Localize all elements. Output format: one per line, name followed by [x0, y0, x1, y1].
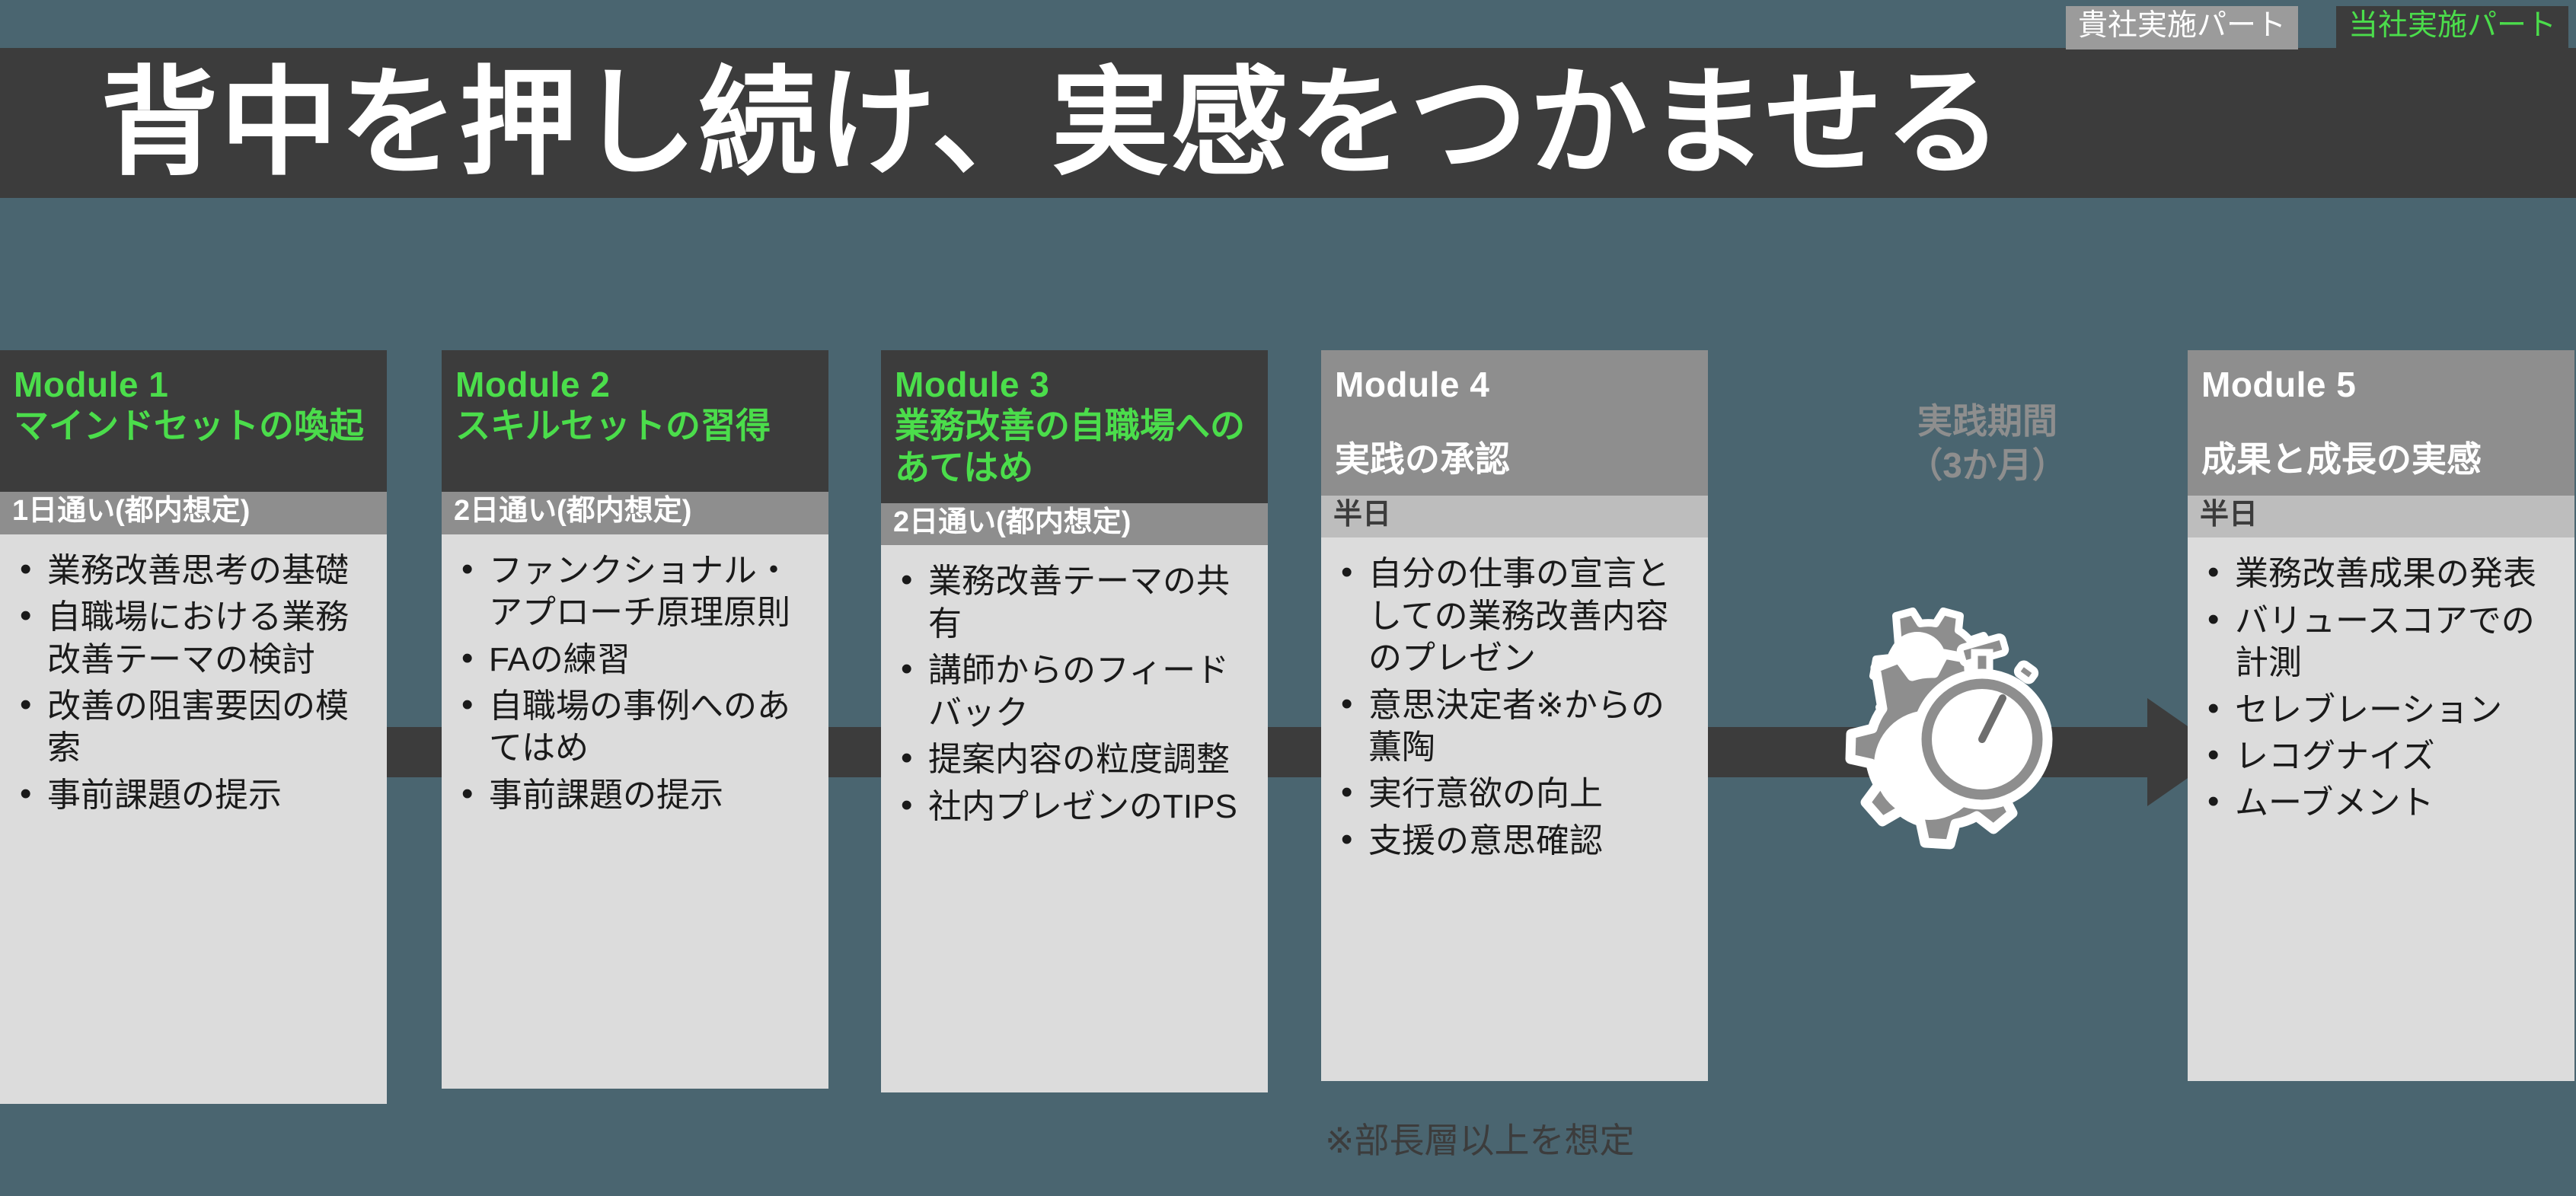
module-card-1[interactable]: Module 1 マインドセットの喚起 1日通い(都内想定) 業務改善思考の基礎… — [0, 350, 387, 1104]
module-card-4-number: Module 4 — [1335, 365, 1490, 404]
module-card-3-duration: 2日通い(都内想定) — [881, 502, 1268, 546]
module-card-3-header: Module 3 業務改善の自職場へのあてはめ — [881, 350, 1268, 503]
module-card-5-name: 成果と成長の実感 — [2201, 439, 2482, 480]
module-card-1-number: Module 1 — [14, 365, 169, 404]
module-card-5-header: Module 5 成果と成長の実感 — [2188, 350, 2574, 496]
gear-stopwatch-icon-group — [1793, 582, 2113, 879]
list-item: 業務改善思考の基礎 — [17, 548, 376, 592]
list-item: 事前課題の提示 — [17, 773, 376, 816]
list-item: セレブレーション — [2204, 687, 2564, 731]
module-card-5-number: Module 5 — [2201, 365, 2357, 404]
module-card-2-bullet-list: ファンクショナル・アプローチ原理原則 FAの練習 自職場の事例へのあてはめ 事前… — [458, 548, 818, 817]
practice-period-line2: （3か月） — [1907, 445, 2067, 485]
module-card-3[interactable]: Module 3 業務改善の自職場へのあてはめ 2日通い(都内想定) 業務改善テ… — [881, 350, 1268, 1092]
footnote: ※部長層以上を想定 — [1325, 1121, 1635, 1160]
list-item: 事前課題の提示 — [458, 773, 818, 816]
module-card-2-body: ファンクショナル・アプローチ原理原則 FAの練習 自職場の事例へのあてはめ 事前… — [442, 534, 828, 1089]
module-card-2-header: Module 2 スキルセットの習得 — [442, 350, 828, 492]
list-item: バリュースコアでの計測 — [2204, 598, 2564, 684]
module-card-2-duration: 2日通い(都内想定) — [442, 492, 828, 534]
module-card-1-duration: 1日通い(都内想定) — [0, 492, 387, 534]
list-item: 自職場における業務改善テーマの検討 — [17, 595, 376, 681]
list-item: レコグナイズ — [2204, 734, 2564, 777]
list-item: 講師からのフィードバック — [898, 648, 1257, 734]
module-card-4-name: 実践の承認 — [1335, 439, 1510, 480]
module-card-5-bullet-list: 業務改善成果の発表 バリュースコアでの計測 セレブレーション レコグナイズ ムー… — [2204, 551, 2564, 824]
module-card-5-duration: 半日 — [2188, 495, 2574, 538]
module-card-5-body: 業務改善成果の発表 バリュースコアでの計測 セレブレーション レコグナイズ ムー… — [2188, 537, 2574, 1081]
practice-period-label: 実践期間 （3か月） — [1843, 400, 2132, 487]
module-card-1-header: Module 1 マインドセットの喚起 — [0, 350, 387, 492]
list-item: 改善の阻害要因の模索 — [17, 684, 376, 770]
module-card-4-body: 自分の仕事の宣言としての業務改善内容のプレゼン 意思決定者※からの薫陶 実行意欲… — [1321, 537, 1708, 1081]
module-card-3-number: Module 3 — [895, 365, 1050, 404]
module-card-4-duration: 半日 — [1321, 495, 1708, 538]
legend: 貴社実施パート 当社実施パート — [2065, 6, 2568, 49]
list-item: 支援の意思確認 — [1338, 818, 1697, 862]
list-item: ムーブメント — [2204, 780, 2564, 824]
module-card-3-body: 業務改善テーマの共有 講師からのフィードバック 提案内容の粒度調整 社内プレゼン… — [881, 545, 1268, 1092]
module-card-5[interactable]: Module 5 成果と成長の実感 半日 業務改善成果の発表 バリュースコアでの… — [2188, 350, 2574, 1081]
list-item: 実行意欲の向上 — [1338, 771, 1697, 815]
legend-badge-our-part: 当社実施パート — [2335, 6, 2568, 49]
list-item: ファンクショナル・アプローチ原理原則 — [458, 548, 818, 634]
module-card-1-bullet-list: 業務改善思考の基礎 自職場における業務改善テーマの検討 改善の阻害要因の模索 事… — [17, 548, 376, 817]
module-card-2-name: スキルセットの習得 — [455, 406, 771, 446]
list-item: FAの練習 — [458, 637, 818, 681]
module-card-2-number: Module 2 — [455, 365, 611, 404]
stopwatch-icon — [1911, 633, 2053, 810]
list-item: 業務改善成果の発表 — [2204, 551, 2564, 595]
module-card-4[interactable]: Module 4 実践の承認 半日 自分の仕事の宣言としての業務改善内容のプレゼ… — [1321, 350, 1708, 1081]
module-card-3-name: 業務改善の自職場へのあてはめ — [895, 406, 1245, 487]
list-item: 自分の仕事の宣言としての業務改善内容のプレゼン — [1338, 551, 1697, 679]
list-item: 提案内容の粒度調整 — [898, 737, 1257, 780]
list-item: 社内プレゼンのTIPS — [898, 784, 1257, 828]
list-item: 自職場の事例へのあてはめ — [458, 684, 818, 770]
page-title: 背中を押し続け、実感をつかませる — [101, 57, 2004, 189]
module-card-4-bullet-list: 自分の仕事の宣言としての業務改善内容のプレゼン 意思決定者※からの薫陶 実行意欲… — [1338, 551, 1697, 862]
practice-period-line1: 実践期間 — [1917, 401, 2057, 441]
module-card-3-bullet-list: 業務改善テーマの共有 講師からのフィードバック 提案内容の粒度調整 社内プレゼン… — [898, 559, 1257, 828]
legend-badge-client-part: 貴社実施パート — [2065, 6, 2298, 49]
title-band: 背中を押し続け、実感をつかませる — [0, 48, 2576, 198]
module-card-2[interactable]: Module 2 スキルセットの習得 2日通い(都内想定) ファンクショナル・ア… — [442, 350, 828, 1089]
module-card-4-header: Module 4 実践の承認 — [1321, 350, 1708, 496]
list-item: 意思決定者※からの薫陶 — [1338, 683, 1697, 769]
module-card-1-name: マインドセットの喚起 — [14, 406, 364, 446]
list-item: 業務改善テーマの共有 — [898, 559, 1257, 645]
module-card-1-body: 業務改善思考の基礎 自職場における業務改善テーマの検討 改善の阻害要因の模索 事… — [0, 534, 387, 1104]
